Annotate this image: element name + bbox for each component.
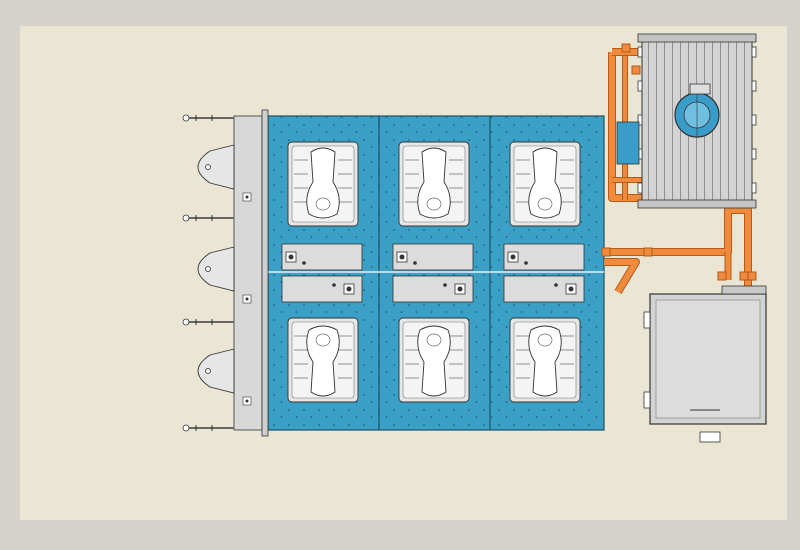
squat-toilet-icon (417, 147, 451, 219)
stall-r2-c2 (398, 317, 470, 403)
urinal-1 (197, 144, 252, 202)
control-panel-strip (281, 243, 585, 303)
cabinet-hinge-bottom (643, 391, 651, 409)
control-panel-2 (392, 243, 474, 303)
drain-hole (426, 197, 442, 211)
panel-valve-icon (524, 261, 528, 265)
urinal-3 (197, 348, 252, 406)
pipe-lower-branch (604, 259, 639, 294)
panel-knob (346, 286, 352, 292)
stall-grid (287, 141, 581, 403)
tank-lug-right (751, 80, 757, 92)
handrail-1 (182, 114, 234, 122)
water-tank (616, 33, 757, 209)
cabinet-top-flange (721, 285, 767, 295)
urinal-icon (197, 246, 235, 292)
pipe-tank-feed (609, 52, 642, 201)
panel-knob (399, 254, 405, 260)
stall-r2-c1 (287, 317, 359, 403)
equipment-cabinet (643, 285, 767, 443)
urinal-wall (182, 114, 263, 432)
handrail-end (182, 114, 190, 122)
pipe-fitting-3 (601, 247, 611, 257)
panel-knob (568, 286, 574, 292)
drain-hole (315, 333, 331, 347)
floor-edge-rail (261, 109, 269, 437)
stall-r1-c3 (509, 141, 581, 227)
flush-button-dot (245, 297, 249, 301)
pipe-fitting-1 (621, 43, 631, 53)
cabinet-hinge-top (643, 311, 651, 329)
handrail-end (182, 318, 190, 326)
pipe-fitting-6 (747, 271, 757, 281)
urinal-icon (197, 144, 235, 190)
urinal-drain (205, 164, 211, 170)
pipe-fitting-7 (717, 271, 727, 281)
urinal-backboard (233, 115, 263, 431)
control-panel-1 (281, 243, 363, 303)
stall-r2-c3 (509, 317, 581, 403)
pipe-main-run (604, 207, 751, 286)
pipe-fitting-5 (739, 271, 749, 281)
tank-top-flange (637, 33, 757, 43)
cabinet-door (655, 299, 761, 419)
tank-lug-right (751, 46, 757, 58)
pipe-network (601, 43, 757, 295)
panel-valve-icon (302, 261, 306, 265)
panel-knob (457, 286, 463, 292)
tank-lug-right (751, 114, 757, 126)
urinal-2 (197, 246, 252, 304)
tank-lug-right (751, 182, 757, 194)
stall-r1-c2 (398, 141, 470, 227)
tank-lug-left (637, 182, 643, 194)
tank-lug-left (637, 80, 643, 92)
panel-valve-icon (332, 283, 336, 287)
handrail-4 (182, 424, 234, 432)
tank-junction-box (616, 121, 640, 165)
tank-lug-right (751, 148, 757, 160)
tank-lug-left (637, 46, 643, 58)
squat-toilet-icon (306, 325, 340, 397)
urinal-drain (205, 368, 211, 374)
drain-hole (315, 197, 331, 211)
cabinet-label-plate (699, 431, 721, 443)
panel-valve-icon (554, 283, 558, 287)
panel-knob (510, 254, 516, 260)
control-panel-3 (503, 243, 585, 303)
pump-motor-cap (689, 83, 711, 95)
tank-bottom-flange (637, 199, 757, 209)
urinal-drain (205, 266, 211, 272)
panel-knob (288, 254, 294, 260)
pipe-fitting-2 (631, 65, 641, 75)
drain-hole (537, 197, 553, 211)
drain-hole (537, 333, 553, 347)
stall-r1-c1 (287, 141, 359, 227)
squat-toilet-icon (528, 147, 562, 219)
pipe-fitting-4 (643, 247, 653, 257)
handrail-end (182, 424, 190, 432)
handrail-2 (182, 214, 234, 222)
handrail-end (182, 214, 190, 222)
urinal-icon (197, 348, 235, 394)
squat-toilet-icon (417, 325, 451, 397)
squat-toilet-icon (306, 147, 340, 219)
flush-button-dot (245, 195, 249, 199)
drain-hole (426, 333, 442, 347)
flush-button-dot (245, 399, 249, 403)
handrail-3 (182, 318, 234, 326)
squat-toilet-icon (528, 325, 562, 397)
panel-valve-icon (413, 261, 417, 265)
tank-lug-left (637, 114, 643, 126)
panel-valve-icon (443, 283, 447, 287)
